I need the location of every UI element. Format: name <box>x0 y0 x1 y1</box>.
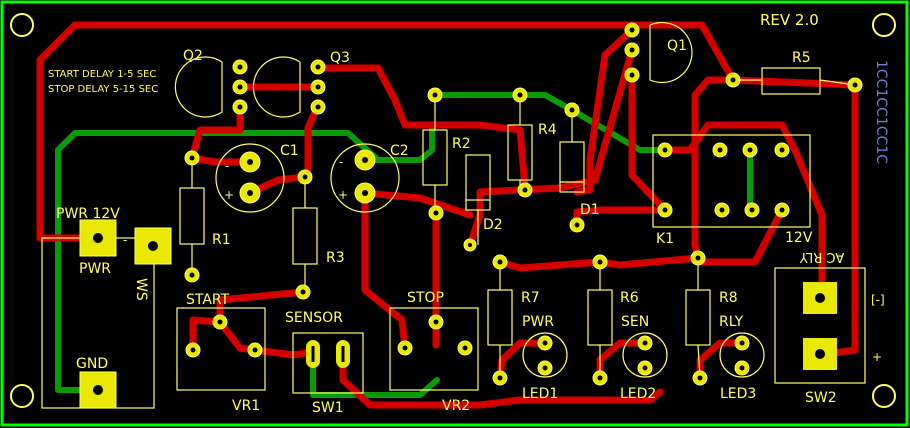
resistor-r5: R5 <box>725 50 863 95</box>
r4-label: R4 <box>538 122 557 138</box>
potentiometer-vr2: STOP VR2 <box>389 290 479 414</box>
q1-label: Q1 <box>667 38 687 54</box>
led3-function: RLY <box>719 314 744 330</box>
stop-label: STOP <box>407 290 444 306</box>
note-stop-delay: STOP DELAY 5-15 SEC <box>48 84 158 95</box>
r2-label: R2 <box>452 136 471 152</box>
ac-rly-label: AC RLY <box>800 249 844 264</box>
mounting-holes <box>10 13 896 408</box>
capacitor-c2: - + C2 <box>330 143 409 213</box>
capacitor-c1: - + C1 <box>215 143 299 213</box>
q3-label: Q3 <box>330 50 350 66</box>
r7-label: R7 <box>521 290 540 306</box>
relay-k1: K1 12V <box>652 134 813 247</box>
pwr-minus: - <box>123 233 127 247</box>
q2-label: Q2 <box>183 48 203 64</box>
note-start-delay: START DELAY 1-5 SEC <box>48 69 156 80</box>
power-connector: PWR 12V PWR - WS <box>41 206 172 409</box>
vr2-label: VR2 <box>442 398 470 414</box>
sensor-label: SENSOR <box>285 310 343 326</box>
r5-label: R5 <box>792 50 811 66</box>
diode-d1: D1 <box>559 102 600 233</box>
r6-label: R6 <box>620 290 639 306</box>
resistor-r1: R1 <box>179 150 231 283</box>
resistor-r8: R8 <box>685 250 738 386</box>
resistor-r4: R4 <box>507 87 557 198</box>
transistor-q1: Q1 <box>624 21 693 84</box>
led1-label: LED1 <box>522 386 558 402</box>
gnd-connector: GND <box>76 356 117 409</box>
c1-label: C1 <box>280 143 299 159</box>
led1-function: PWR <box>522 314 554 330</box>
r3-label: R3 <box>326 250 345 266</box>
gnd-label: GND <box>76 356 108 372</box>
diode-d2: D2 <box>463 154 503 252</box>
transistor-q2: Q2 <box>174 48 248 118</box>
pwr-12v-label: PWR 12V <box>56 206 120 222</box>
ws-label: WS <box>133 278 149 301</box>
start-label: START <box>186 292 230 308</box>
sw2-plus: + <box>872 350 882 364</box>
ac-relay-terminal-sw2: AC RLY [-] + SW2 <box>774 249 885 406</box>
c2-plus: + <box>338 188 348 202</box>
k1-label: K1 <box>656 231 674 247</box>
c2-minus: - <box>339 155 343 169</box>
resistor-r7: R7 <box>487 254 540 386</box>
resistor-r2: R2 <box>422 87 471 221</box>
d1-label: D1 <box>580 202 600 218</box>
c2-label: C2 <box>390 143 409 159</box>
sensor-switch-sw1: SENSOR SW1 <box>285 310 364 416</box>
led-1: PWR LED1 <box>522 314 568 402</box>
c1-minus: - <box>225 159 229 173</box>
resistor-r6: R6 <box>587 254 639 386</box>
led2-label: LED2 <box>620 386 656 402</box>
pwr-label: PWR <box>79 261 111 277</box>
led-3: RLY LED3 <box>719 314 765 402</box>
transistor-q3: Q3 <box>252 50 350 118</box>
vr1-label: VR1 <box>232 398 260 414</box>
led3-label: LED3 <box>720 386 756 402</box>
k1-voltage: 12V <box>785 230 813 246</box>
led2-function: SEN <box>621 314 649 330</box>
sw1-label: SW1 <box>312 400 344 416</box>
d2-label: D2 <box>483 217 503 233</box>
c1-plus: + <box>224 188 234 202</box>
potentiometer-vr1: START VR1 <box>176 292 266 414</box>
revision-label: REV 2.0 <box>760 11 819 29</box>
resistor-r3: R3 <box>292 169 345 300</box>
sw2-label: SW2 <box>805 390 837 406</box>
r1-label: R1 <box>212 232 231 248</box>
led-2: SEN LED2 <box>620 314 668 402</box>
r8-label: R8 <box>719 290 738 306</box>
sw2-bracket-minus: [-] <box>871 293 885 307</box>
vertical-code: 1CC1CC1CC1C <box>873 60 889 164</box>
